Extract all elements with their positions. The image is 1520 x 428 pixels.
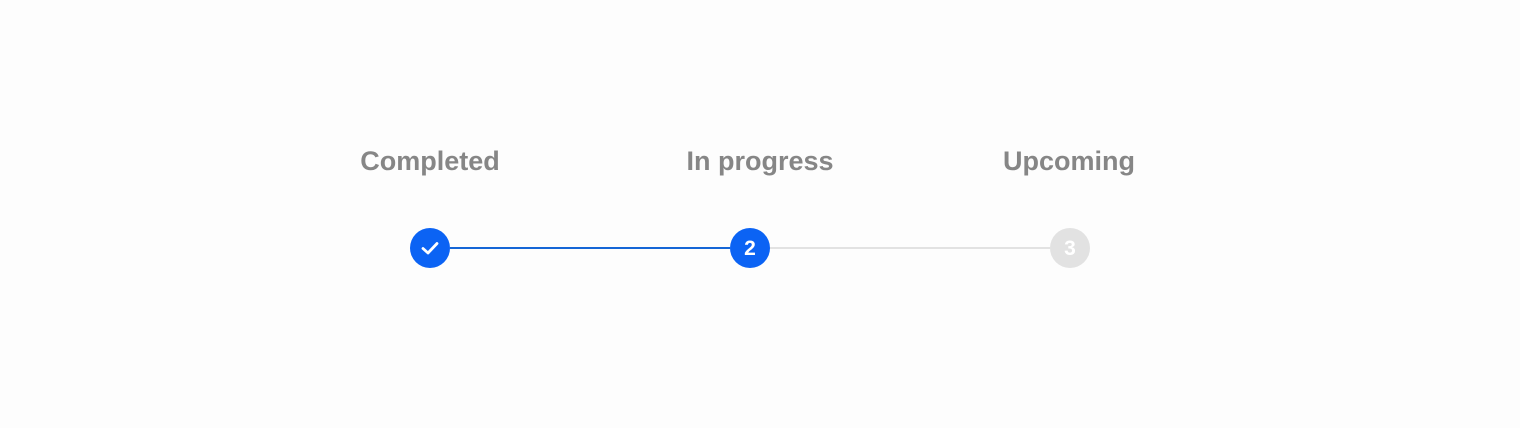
connector-upcoming bbox=[770, 247, 1050, 249]
step-label-completed: Completed bbox=[360, 146, 500, 176]
step-label-in-progress: In progress bbox=[686, 146, 834, 176]
step-in-progress-button[interactable]: 2 bbox=[730, 228, 770, 268]
step-number-2: 2 bbox=[744, 236, 756, 260]
step-upcoming-button[interactable]: 3 bbox=[1050, 228, 1090, 268]
step-number-3: 3 bbox=[1064, 236, 1076, 260]
connector-completed bbox=[450, 247, 730, 249]
step-label-upcoming: Upcoming bbox=[1003, 146, 1135, 176]
check-icon bbox=[420, 240, 440, 256]
step-completed-button[interactable] bbox=[410, 228, 450, 268]
